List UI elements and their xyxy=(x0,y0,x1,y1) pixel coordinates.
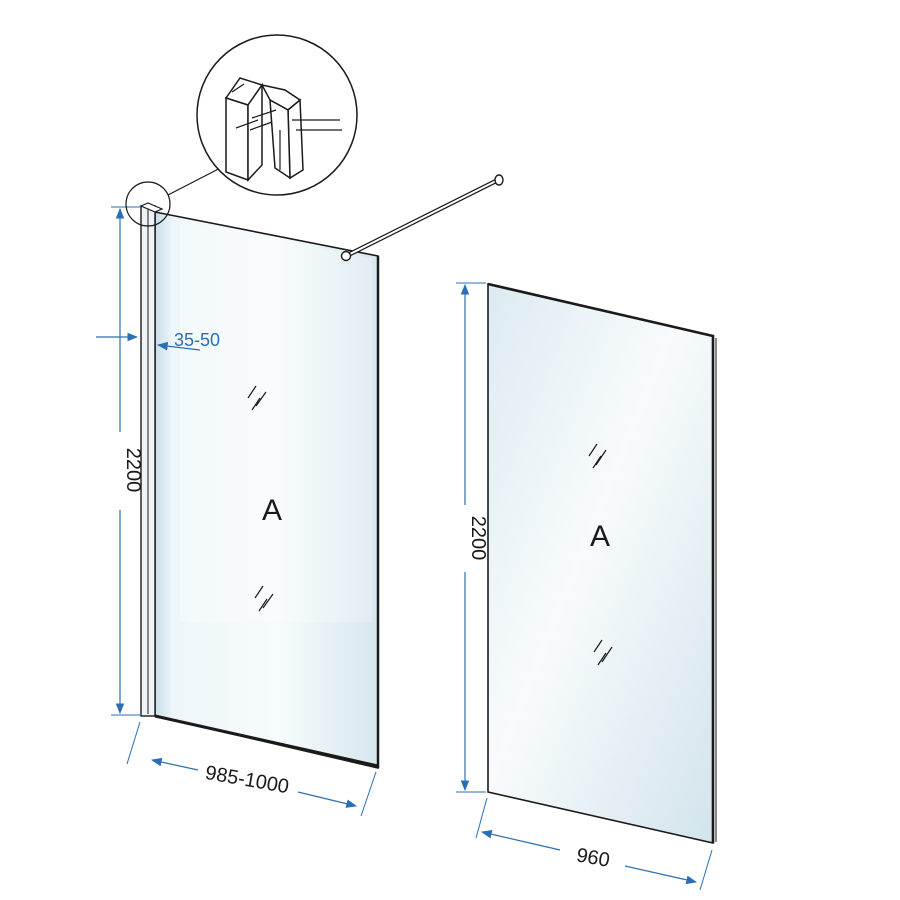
right-glass xyxy=(487,282,714,845)
left-width-label: 985-1000 xyxy=(204,762,291,798)
left-glass-reflection xyxy=(180,220,372,622)
right-width-dimension xyxy=(475,797,713,891)
right-width-label: 960 xyxy=(575,844,612,871)
left-panel-letter: A xyxy=(262,494,282,527)
profile-detail-icon xyxy=(125,34,358,227)
glass-reflection-icon xyxy=(588,443,607,469)
glass-reflection-icon xyxy=(247,385,267,411)
glass-reflection-icon xyxy=(254,585,274,612)
right-panel-letter: A xyxy=(590,520,610,553)
glass-reflection-icon xyxy=(593,639,613,666)
stabilizer-bar xyxy=(340,174,504,262)
left-panel: A 2200 35-50 985-1000 xyxy=(96,174,504,817)
right-height-label: 2200 xyxy=(467,516,489,561)
profile-label: 35-50 xyxy=(174,330,220,350)
left-height-label: 2200 xyxy=(122,448,144,493)
wall-profile xyxy=(139,202,164,717)
right-height-dimension xyxy=(456,282,486,793)
left-width-dimension xyxy=(126,721,377,817)
left-glass-bottom-edge xyxy=(154,714,379,768)
right-panel: A 2200 960 xyxy=(456,282,717,891)
profile-dimension xyxy=(96,332,201,351)
